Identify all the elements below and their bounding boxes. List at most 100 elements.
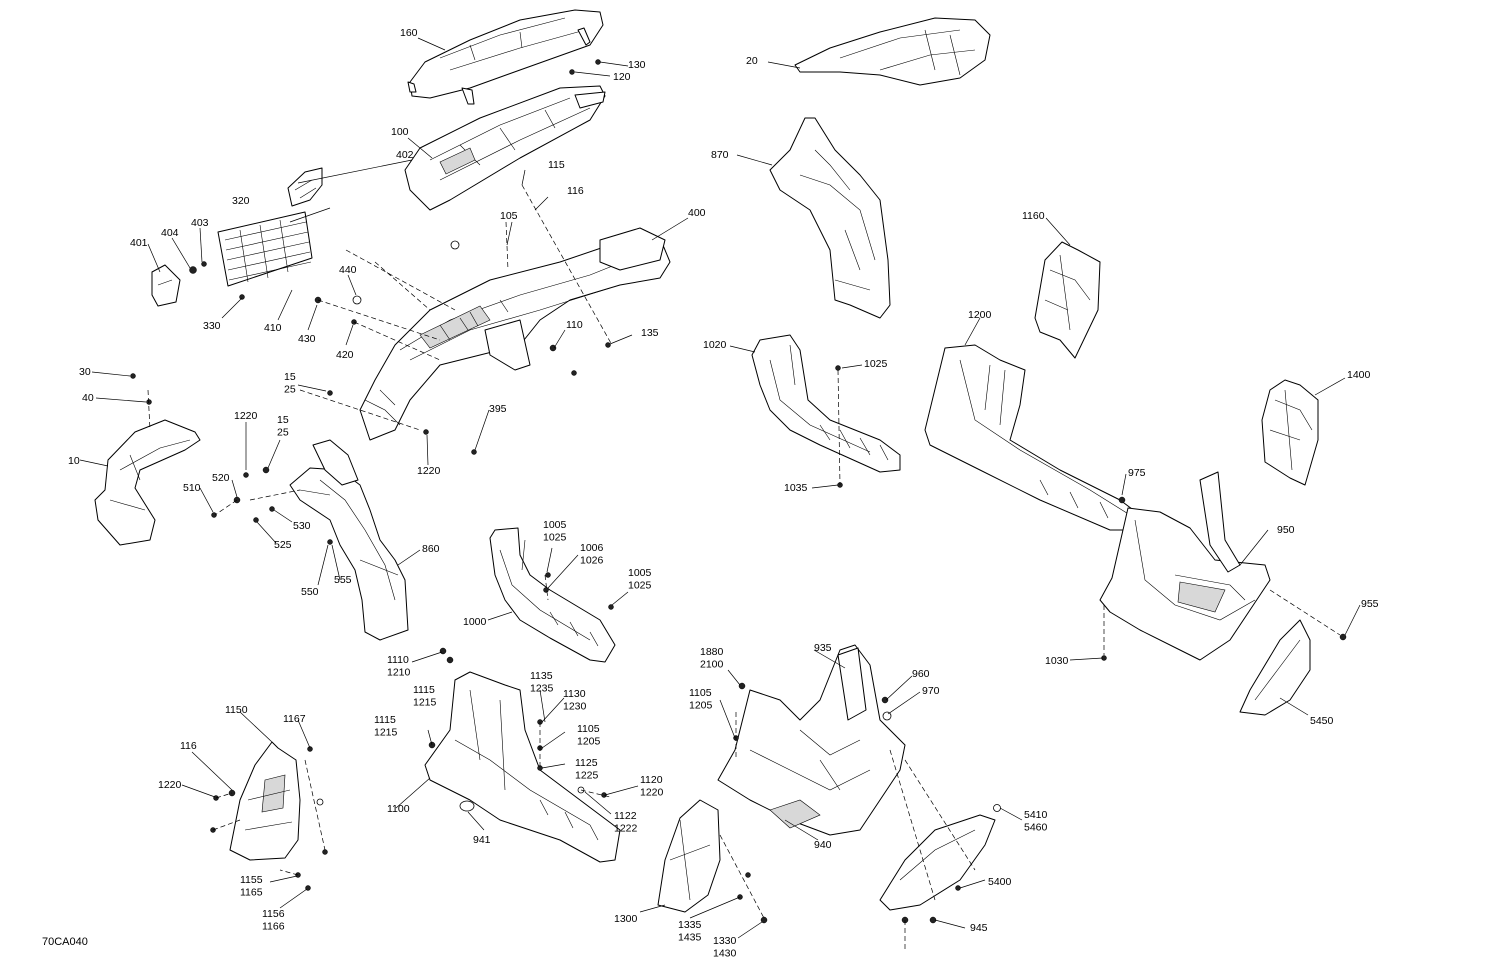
callout-line: 120: [613, 71, 631, 83]
callout-line: 1000: [463, 616, 487, 628]
callout-line: 525: [274, 539, 292, 551]
callout-1160: 1160: [1022, 210, 1045, 222]
callout-line: 1200: [968, 309, 992, 321]
part-402-bracket: [287, 167, 323, 207]
callout-955: 955: [1361, 598, 1379, 610]
callout-line: 1020: [703, 339, 727, 351]
callout-line: 1122: [614, 810, 637, 822]
callout-160: 160: [400, 27, 418, 39]
callout-line: 1110: [387, 654, 409, 666]
callout-line: 20: [746, 55, 758, 67]
callout-line: 975: [1128, 467, 1146, 479]
callout-line: 110: [566, 319, 583, 331]
callout-line: 1006: [580, 542, 604, 554]
callout-line: 520: [212, 472, 230, 484]
part-950-floor-tub: [1099, 471, 1271, 661]
callout-line: 1220: [640, 787, 664, 799]
part-320-grille: [217, 211, 313, 287]
callout-975: 975: [1128, 467, 1146, 479]
callout-1200: 1200: [968, 309, 992, 321]
callout-line: 402: [396, 149, 414, 161]
callout-line: 5450: [1310, 715, 1334, 727]
callout-line: 403: [191, 217, 209, 229]
callout-403: 403: [191, 217, 209, 229]
callout-970: 970: [922, 685, 940, 697]
callout-line: 1300: [614, 913, 638, 925]
part-5400-skid-plate: [879, 814, 996, 911]
callout-line: 430: [298, 333, 316, 345]
callout-870: 870: [711, 149, 729, 161]
callout-line: 1215: [374, 727, 398, 739]
callout-line: 940: [814, 839, 832, 851]
part-5450-skid-plate: [1239, 619, 1311, 716]
part-860-channel: [289, 439, 409, 641]
callout-line: 555: [334, 574, 352, 586]
callout-410: 410: [264, 322, 282, 334]
callout-525: 525: [274, 539, 292, 551]
callout-line: 440: [339, 264, 357, 276]
callout-line: 1400: [1347, 369, 1371, 381]
callout-line: 1435: [678, 932, 702, 944]
callout-line: 1210: [387, 667, 411, 679]
callout-line: 1220: [417, 465, 441, 477]
callout-1025a: 1025: [864, 358, 888, 370]
callout-line: 1205: [577, 736, 601, 748]
callout-950: 950: [1277, 524, 1295, 536]
callout-100: 100: [391, 126, 409, 138]
callout-935: 935: [814, 642, 832, 654]
callout-5400: 5400: [988, 876, 1012, 888]
callout-line: 115: [548, 159, 565, 171]
callout-line: 1880: [700, 646, 724, 658]
callout-line: 1030: [1045, 655, 1069, 667]
callout-line: 30: [79, 366, 91, 378]
callout-440: 440: [339, 264, 357, 276]
callout-130: 130: [628, 59, 646, 71]
callout-line: 330: [203, 320, 221, 332]
callout-line: 1025: [543, 532, 567, 544]
callout-line: 1105: [577, 723, 600, 735]
part-10-rear-panel: [94, 419, 201, 546]
callout-line: 5400: [988, 876, 1012, 888]
part-940-floor: [717, 644, 906, 836]
callout-530: 530: [293, 520, 311, 532]
callout-1000: 1000: [463, 616, 487, 628]
callout-1150: 1150: [225, 704, 248, 716]
callout-line: 945: [970, 922, 988, 934]
callout-400: 400: [688, 207, 706, 219]
callout-line: 404: [161, 227, 179, 239]
callout-line: 970: [922, 685, 940, 697]
callout-555: 555: [334, 574, 352, 586]
callout-line: 1115: [413, 684, 435, 696]
callout-line: 1035: [784, 482, 808, 494]
part-941-plug: [459, 800, 475, 812]
callout-line: 15: [277, 414, 289, 426]
callout-line: 1205: [689, 700, 713, 712]
callout-line: 1222: [614, 823, 638, 835]
callout-line: 116: [180, 740, 197, 752]
callout-line: 1156: [262, 908, 285, 920]
callout-401: 401: [130, 237, 148, 249]
callout-line: 960: [912, 668, 930, 680]
callout-1300: 1300: [614, 913, 638, 925]
callout-110: 110: [566, 319, 583, 331]
callout-520: 520: [212, 472, 230, 484]
callout-line: 1220: [234, 410, 258, 422]
callout-line: 510: [183, 482, 201, 494]
callout-line: 550: [301, 586, 319, 598]
part-20-front-shroud: [794, 17, 991, 86]
callout-116a: 116: [567, 185, 584, 197]
assembly-lines-layer: [147, 184, 1341, 950]
callout-line: 395: [489, 403, 507, 415]
callout-320: 320: [232, 195, 250, 207]
callout-line: 1155: [240, 874, 263, 886]
callout-line: 1220: [158, 779, 182, 791]
